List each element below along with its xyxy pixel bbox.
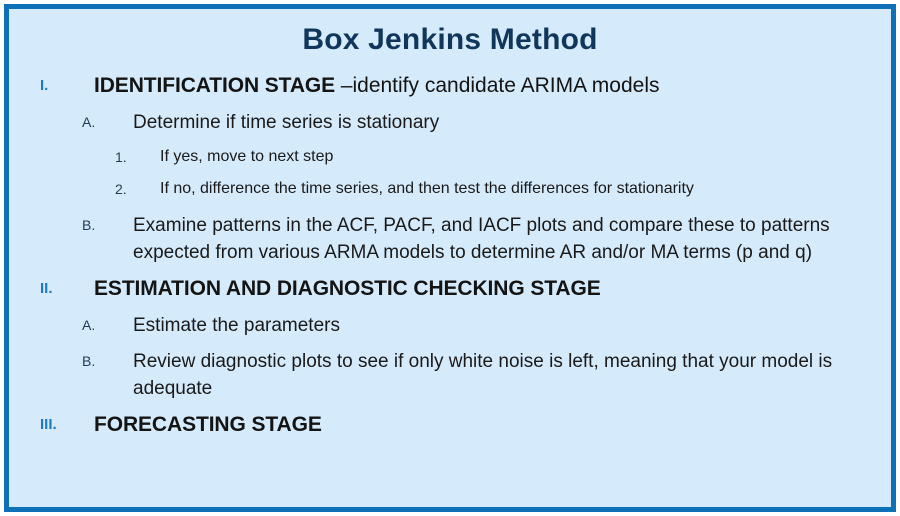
outline-list: I. IDENTIFICATION STAGE –identify candid…: [9, 72, 891, 438]
list-marker-roman: III.: [40, 415, 57, 433]
list-marker-number: 1.: [115, 148, 127, 165]
slide-frame: Box Jenkins Method I. IDENTIFICATION STA…: [4, 4, 896, 512]
page-title: Box Jenkins Method: [302, 23, 598, 56]
slide-content: Box Jenkins Method I. IDENTIFICATION STA…: [9, 9, 891, 507]
outline-item-text: Examine patterns in the ACF, PACF, and I…: [133, 214, 830, 263]
outline-item-level3: 1. If yes, move to next step: [9, 145, 891, 169]
outline-item-level1: II. ESTIMATION AND DIAGNOSTIC CHECKING S…: [9, 275, 891, 302]
list-marker-roman: I.: [40, 76, 49, 94]
list-marker-number: 2.: [115, 180, 127, 197]
outline-item-text: If no, difference the time series, and t…: [160, 179, 694, 197]
outline-item-level2: A. Estimate the parameters: [9, 312, 891, 339]
list-marker-roman: II.: [40, 279, 53, 297]
outline-item-level2: B. Review diagnostic plots to see if onl…: [9, 348, 891, 402]
outline-item-text: ESTIMATION AND DIAGNOSTIC CHECKING STAGE: [94, 275, 891, 302]
outline-item-text: Estimate the parameters: [133, 314, 340, 336]
outline-item-text: If yes, move to next step: [160, 147, 334, 165]
stage-heading: FORECASTING STAGE: [94, 412, 322, 436]
outline-item-text: FORECASTING STAGE: [94, 411, 891, 438]
stage-heading: ESTIMATION AND DIAGNOSTIC CHECKING STAGE: [94, 276, 601, 300]
outline-item-text: Review diagnostic plots to see if only w…: [133, 350, 833, 399]
outline-item-level1: I. IDENTIFICATION STAGE –identify candid…: [9, 72, 891, 99]
outline-item-level2: A. Determine if time series is stationar…: [9, 109, 891, 136]
outline-item-text: Determine if time series is stationary: [133, 111, 440, 133]
outline-item-level1: III. FORECASTING STAGE: [9, 411, 891, 438]
outline-item-level3: 2. If no, difference the time series, an…: [9, 177, 891, 201]
outline-item-text: IDENTIFICATION STAGE –identify candidate…: [94, 72, 891, 99]
outline-item-level2: B. Examine patterns in the ACF, PACF, an…: [9, 212, 891, 266]
stage-description: –identify candidate ARIMA models: [340, 73, 660, 97]
list-marker-letter: B.: [82, 352, 96, 369]
stage-heading: IDENTIFICATION STAGE: [94, 73, 341, 97]
list-marker-letter: B.: [82, 216, 96, 233]
list-marker-letter: A.: [82, 113, 96, 130]
list-marker-letter: A.: [82, 316, 96, 333]
